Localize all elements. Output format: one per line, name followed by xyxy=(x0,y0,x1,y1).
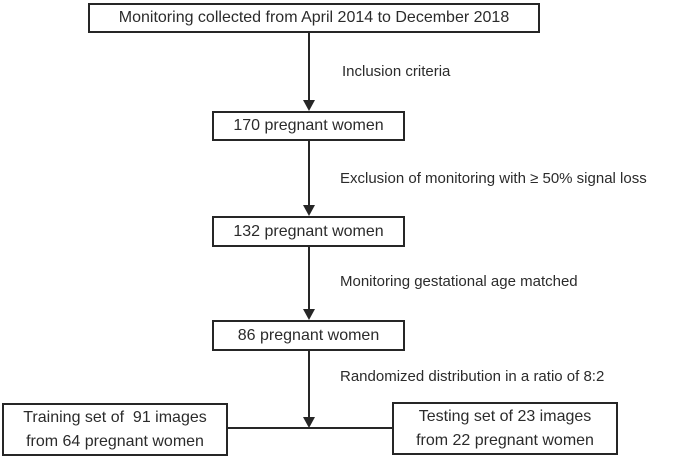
testing-set-line-1: Testing set of 23 images xyxy=(418,407,592,425)
edge-label-gestational-age-matched: Monitoring gestational age matched xyxy=(340,273,578,290)
flow-box-monitoring-collected: Monitoring collected from April 2014 to … xyxy=(88,3,540,33)
connector-line-3 xyxy=(308,247,310,313)
arrow-down-icon-4 xyxy=(303,417,315,428)
testing-set-line-2: from 22 pregnant women xyxy=(416,431,594,449)
flow-box-training-set: Training set of 91 images from 64 pregna… xyxy=(2,403,228,456)
flow-box-132-pregnant-women: 132 pregnant women xyxy=(212,216,405,247)
connector-line-4 xyxy=(308,351,310,421)
training-set-line-2: from 64 pregnant women xyxy=(26,432,204,450)
flow-box-monitoring-collected-label: Monitoring collected from April 2014 to … xyxy=(118,9,510,26)
edge-label-exclusion-signal-loss: Exclusion of monitoring with ≥ 50% signa… xyxy=(340,170,647,187)
connector-line-1 xyxy=(308,33,310,104)
flow-box-86-pregnant-women: 86 pregnant women xyxy=(212,320,405,351)
flow-box-132-label: 132 pregnant women xyxy=(233,222,384,240)
flow-box-86-label: 86 pregnant women xyxy=(237,326,380,344)
split-connector-line xyxy=(227,427,393,429)
edge-label-inclusion-criteria: Inclusion criteria xyxy=(342,63,451,80)
flow-box-170-label: 170 pregnant women xyxy=(233,117,384,134)
arrow-down-icon-1 xyxy=(303,100,315,111)
training-set-line-1: Training set of 91 images xyxy=(23,408,207,426)
arrow-down-icon-2 xyxy=(303,205,315,216)
edge-label-randomized-distribution: Randomized distribution in a ratio of 8:… xyxy=(340,368,605,385)
connector-line-2 xyxy=(308,141,310,209)
flow-box-170-pregnant-women: 170 pregnant women xyxy=(212,111,405,141)
flow-box-testing-set: Testing set of 23 images from 22 pregnan… xyxy=(392,402,618,455)
arrow-down-icon-3 xyxy=(303,309,315,320)
